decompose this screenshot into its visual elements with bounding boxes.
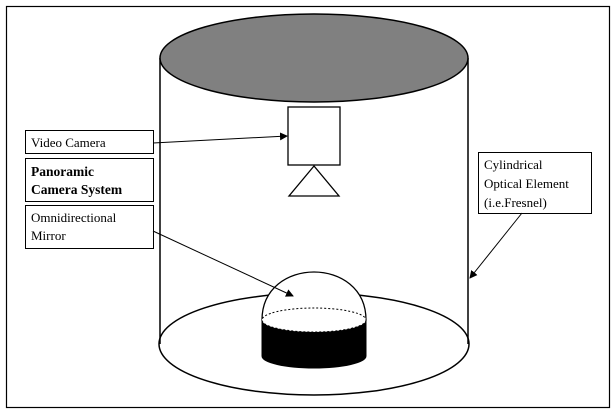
panoramic-system-label-line1: Panoramic [31,164,94,179]
mirror-label-box [25,205,154,249]
cylindrical-element-label-line2: Optical Element [484,176,569,191]
cylindrical-element-arrow [469,212,523,279]
camera-lens-triangle [287,164,341,197]
cylindrical-element-label-line1: Cylindrical [484,157,543,172]
mirror-base [261,319,367,369]
video-camera-label-box [25,130,154,154]
left-label-stack [25,130,154,249]
cylindrical-element-label-line3: (i.e.Fresnel) [484,195,547,210]
mirror-label-line2: Mirror [31,228,66,243]
cylindrical-element-label-box [478,152,592,214]
mirror-base-ellipse [261,307,367,333]
video-camera-body [287,106,341,166]
mirror-label-line1: Omnidirectional [31,210,117,225]
panoramic-system-label-line2: Camera System [31,182,123,197]
cylinder-top-disc [159,13,469,103]
omnidirectional-mirror-dome [261,271,367,321]
outer-border [5,5,611,409]
video-camera-label: Video Camera [31,135,106,150]
video-camera-arrow [152,132,288,144]
mirror-arrow [152,230,294,297]
panoramic-system-label-box [25,158,154,202]
